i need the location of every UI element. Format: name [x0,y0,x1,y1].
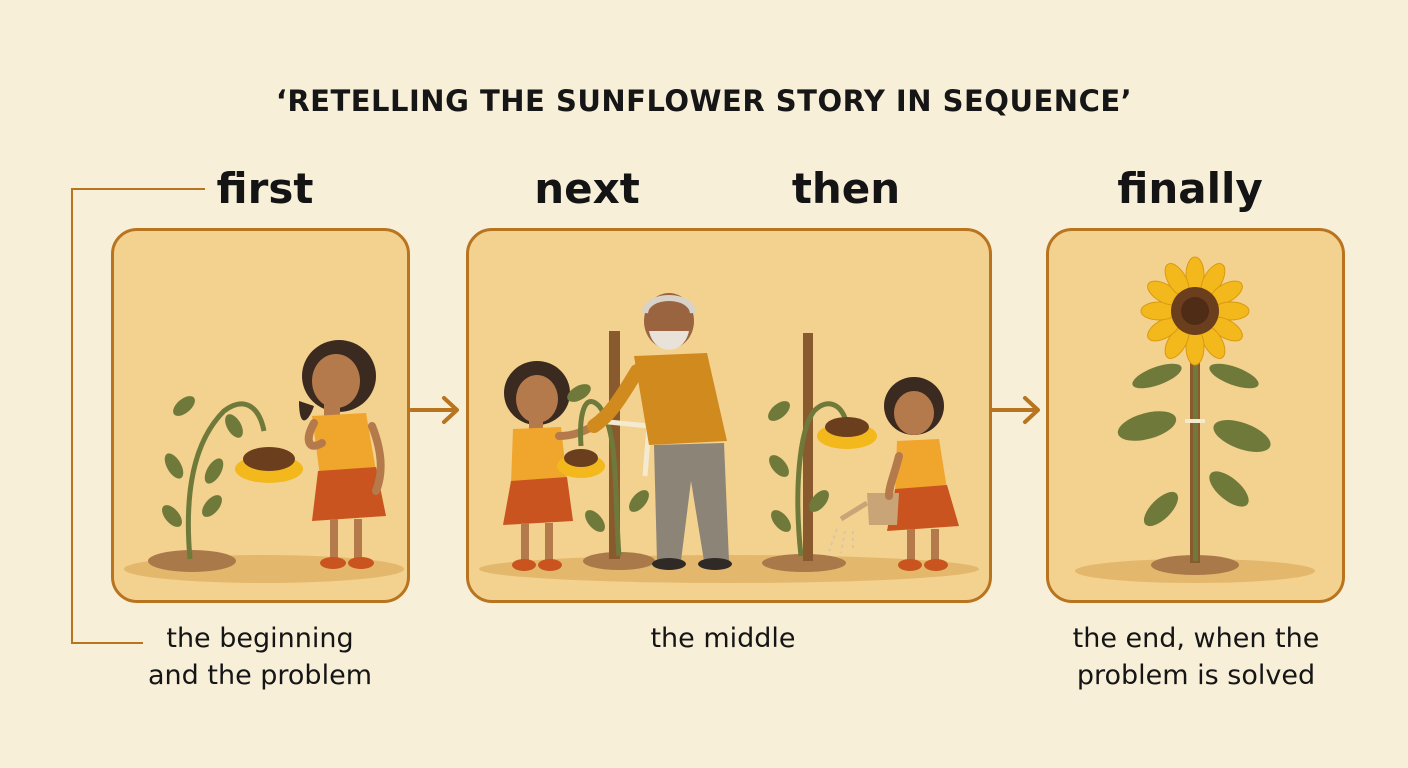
watering-can-icon [828,493,899,554]
girl-figure [503,361,598,571]
caption-middle: the middle [650,623,796,654]
caption-beginning: the beginning and the problem [100,620,420,694]
wilted-sunflower-scene [124,340,404,583]
sunflower-icon [1117,256,1271,563]
helping-scene [479,293,979,583]
staked-sunflower-icon [762,333,877,572]
girl-figure [299,340,386,569]
caption-beginning-line1: the beginning [166,623,354,654]
caption-end-line2: problem is solved [1076,660,1316,691]
wilted-sunflower-icon [162,396,303,560]
arrow-right-icon [409,396,459,424]
caption-beginning-line2: and the problem [148,660,372,691]
girl-watering-figure [828,377,959,571]
caption-end: the end, when the problem is solved [1036,620,1356,694]
panel-first [111,228,410,603]
step-label-first: first [216,164,314,213]
step-label-then: then [791,164,901,213]
healthy-sunflower-scene [1075,256,1315,583]
caption-end-line1: the end, when the [1072,623,1320,654]
grandpa-figure [587,293,732,570]
step-label-finally: finally [1117,164,1263,213]
panel-finally [1046,228,1345,603]
arrow-right-icon [990,396,1040,424]
sunflower-bloom [1140,256,1250,366]
panel-next-then [466,228,992,603]
diagram-title: ‘RETELLING THE SUNFLOWER STORY IN SEQUEN… [275,84,1133,118]
step-label-next: next [534,164,640,213]
